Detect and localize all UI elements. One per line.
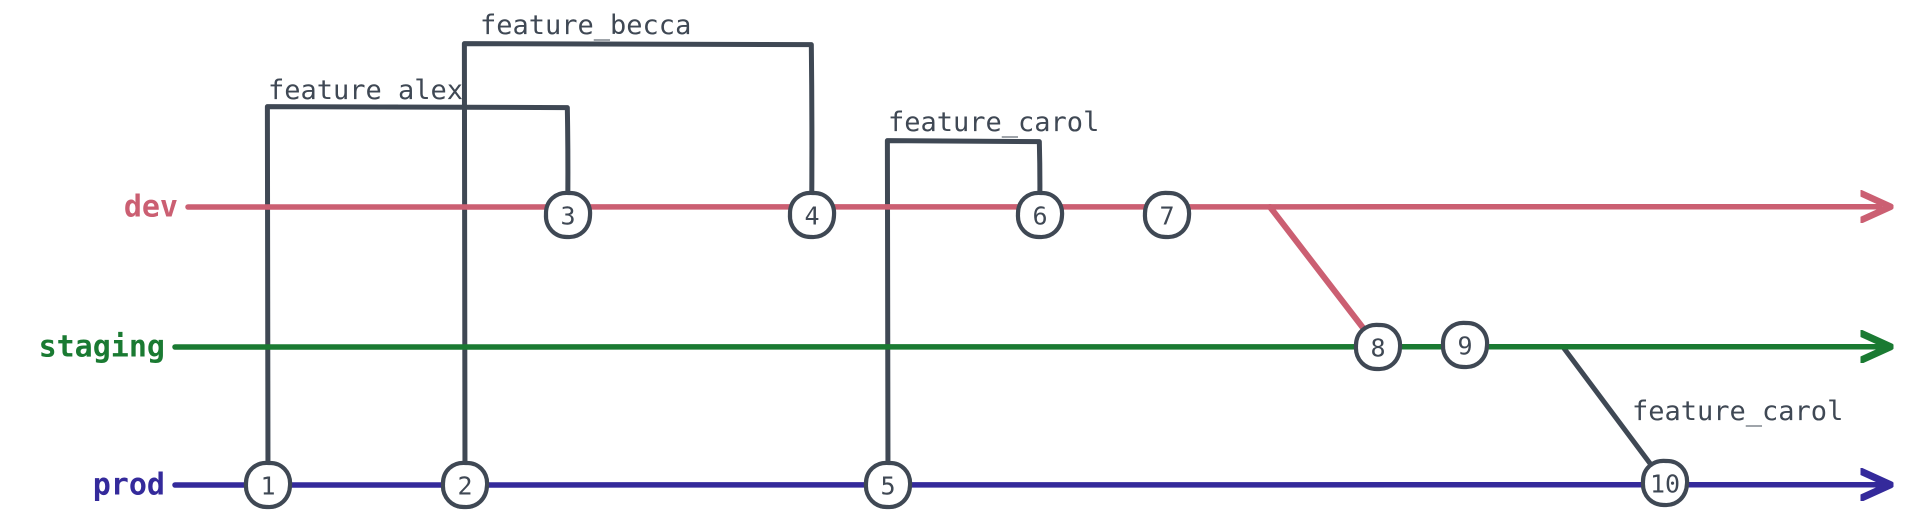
commit-node-circle-8 xyxy=(1353,322,1403,372)
commit-node-circle-1 xyxy=(243,460,293,510)
merge-line-dev-to-staging-merge xyxy=(1267,204,1381,350)
lane-lines xyxy=(172,207,1880,485)
commit-node-label-5: 5 xyxy=(880,472,895,501)
lane-labels: dev staging prod xyxy=(39,190,178,503)
commit-node-9[interactable]: 9 xyxy=(1440,320,1490,370)
commit-node-5[interactable]: 5 xyxy=(863,460,913,510)
commit-node-label-1: 1 xyxy=(260,472,275,501)
branch-label-feature-alex: feature_alex xyxy=(268,75,463,106)
feature-branch-feature-becca xyxy=(461,41,815,488)
commit-node-7[interactable]: 7 xyxy=(1142,190,1192,240)
branch-label-feature-becca: feature_becca xyxy=(480,10,691,41)
merge-lines xyxy=(1267,204,1381,350)
commit-node-label-8: 8 xyxy=(1370,334,1385,363)
commit-node-label-7: 7 xyxy=(1159,202,1174,231)
commit-node-label-2: 2 xyxy=(457,472,472,501)
lane-label-prod: prod xyxy=(93,468,165,503)
commit-nodes: 1 2 3 4 5 6 7 8 9 10 xyxy=(243,190,1690,510)
commit-node-8[interactable]: 8 xyxy=(1353,322,1403,372)
commit-node-circle-5 xyxy=(863,460,913,510)
commit-node-circle-2 xyxy=(440,460,490,510)
commit-node-1[interactable]: 1 xyxy=(243,460,293,510)
commit-node-label-4: 4 xyxy=(804,202,819,231)
branch-labels: feature_alexfeature_beccafeature_carolfe… xyxy=(268,10,1843,427)
commit-node-circle-10 xyxy=(1640,458,1690,508)
commit-node-circle-3 xyxy=(543,190,593,240)
lane-label-dev: dev xyxy=(124,190,178,225)
branch-label-feature-carol-1: feature_carol xyxy=(888,107,1099,138)
feature-branch-feature-carol-1 xyxy=(884,138,1043,488)
commit-node-circle-7 xyxy=(1142,190,1192,240)
commit-node-6[interactable]: 6 xyxy=(1015,190,1065,240)
commit-node-circle-6 xyxy=(1015,190,1065,240)
feature-branch-feature-alex xyxy=(264,104,571,488)
commit-node-label-9: 9 xyxy=(1457,332,1472,361)
commit-node-4[interactable]: 4 xyxy=(787,190,837,240)
commit-node-circle-4 xyxy=(787,190,837,240)
lane-label-staging: staging xyxy=(39,330,165,365)
commit-node-2[interactable]: 2 xyxy=(440,460,490,510)
commit-node-label-3: 3 xyxy=(560,202,575,231)
commit-node-circle-9 xyxy=(1440,320,1490,370)
commit-node-10[interactable]: 10 xyxy=(1640,458,1690,508)
commit-node-label-6: 6 xyxy=(1032,202,1047,231)
commit-node-3[interactable]: 3 xyxy=(543,190,593,240)
branch-label-feature-carol-2: feature_carol xyxy=(1632,396,1843,427)
commit-node-label-10: 10 xyxy=(1650,470,1680,499)
